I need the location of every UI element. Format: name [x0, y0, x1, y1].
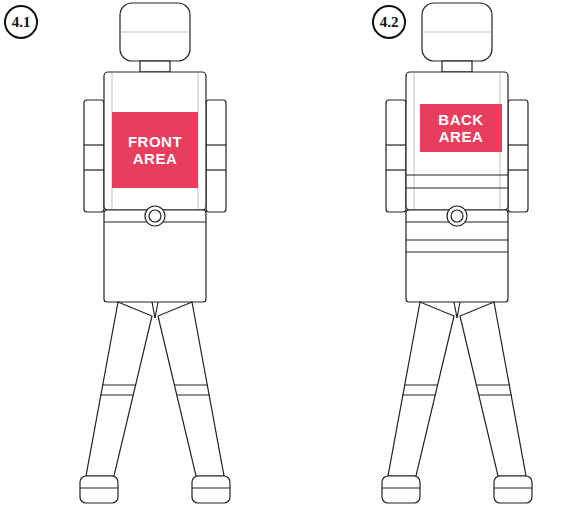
text-holder: 4.2 — [380, 15, 399, 30]
callout-label: 4.2 — [380, 15, 399, 30]
callout-number: 4.2 — [372, 5, 406, 39]
text-holder: 4.1 — [12, 15, 31, 30]
text-holder: FRONT AREA — [118, 133, 192, 168]
callout-label: 4.1 — [12, 15, 31, 30]
back-dummy — [382, 3, 532, 503]
area-label: BACK AREA — [426, 111, 496, 146]
back-area-box: BACK AREA — [420, 104, 502, 152]
text-holder: BACK AREA — [426, 111, 496, 146]
area-label: FRONT AREA — [118, 133, 192, 168]
front-area-box: FRONT AREA — [112, 112, 198, 188]
callout-number: 4.1 — [4, 5, 38, 39]
front-dummy — [80, 3, 230, 503]
